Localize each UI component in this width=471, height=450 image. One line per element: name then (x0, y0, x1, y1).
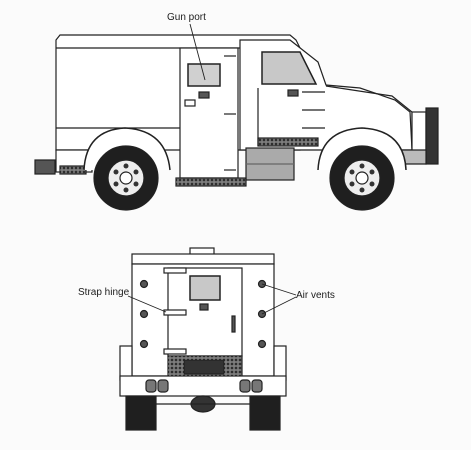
side-view (34, 23, 439, 211)
air-vents-right (257, 279, 267, 349)
strap-hinge-bottom (163, 348, 187, 355)
gun-port-leader (189, 23, 206, 81)
air-vents-leader-2 (261, 296, 297, 315)
air-vents-label: Air vents (296, 290, 335, 301)
rear-bumper (34, 159, 56, 175)
air-vents-left (139, 279, 149, 349)
rear-left-wheel (125, 395, 157, 431)
gun-port-label: Gun port (167, 12, 206, 23)
rear-wheel (93, 145, 159, 211)
front-bumper (425, 107, 439, 165)
cab-window (261, 51, 318, 85)
air-vents-leader-1 (261, 283, 297, 296)
strap-hinge-mid (163, 309, 187, 316)
rear-window (189, 275, 221, 301)
rear-right-wheel (249, 395, 281, 431)
gun-port (198, 91, 210, 99)
strap-hinge-leader (127, 295, 167, 313)
strap-hinge-label: Strap hinge (78, 287, 130, 298)
front-wheel (329, 145, 395, 211)
rear-view (119, 247, 297, 431)
strap-hinge-top (163, 267, 187, 274)
